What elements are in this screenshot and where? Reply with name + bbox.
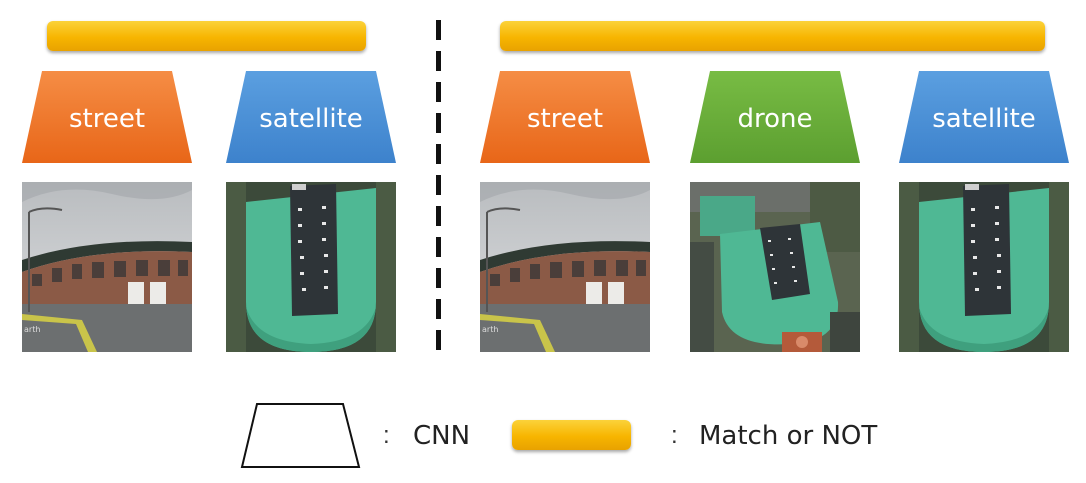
svg-text:arth: arth (482, 325, 498, 334)
drone-encoder-right: drone (690, 71, 860, 163)
match-legend-label: Match or NOT (699, 421, 878, 451)
street-encoder-left: street (22, 71, 192, 163)
svg-text:arth: arth (24, 325, 40, 334)
satellite-encoder-right: satellite (899, 71, 1069, 163)
drone-photo (690, 182, 860, 352)
street-view-photo: arth (480, 182, 650, 352)
match-legend-colon: : (671, 422, 678, 449)
satellite-photo (226, 182, 396, 352)
street-encoder-right: street (480, 71, 650, 163)
panel-divider (436, 20, 441, 356)
street-view-photo: arth (22, 182, 192, 352)
encoder-label: drone (737, 104, 813, 134)
encoder-label: street (526, 104, 604, 134)
match-bar-left (47, 21, 366, 51)
match-bar-right (500, 21, 1045, 51)
match-legend-bar (512, 420, 631, 450)
encoder-label: satellite (932, 104, 1036, 134)
encoder-label: satellite (259, 104, 363, 134)
satellite-photo (899, 182, 1069, 352)
satellite-encoder-left: satellite (226, 71, 396, 163)
cnn-legend-shape (240, 402, 362, 475)
cnn-legend-colon: : (383, 422, 390, 449)
cnn-legend-label: CNN (413, 421, 471, 451)
encoder-label: street (68, 104, 146, 134)
